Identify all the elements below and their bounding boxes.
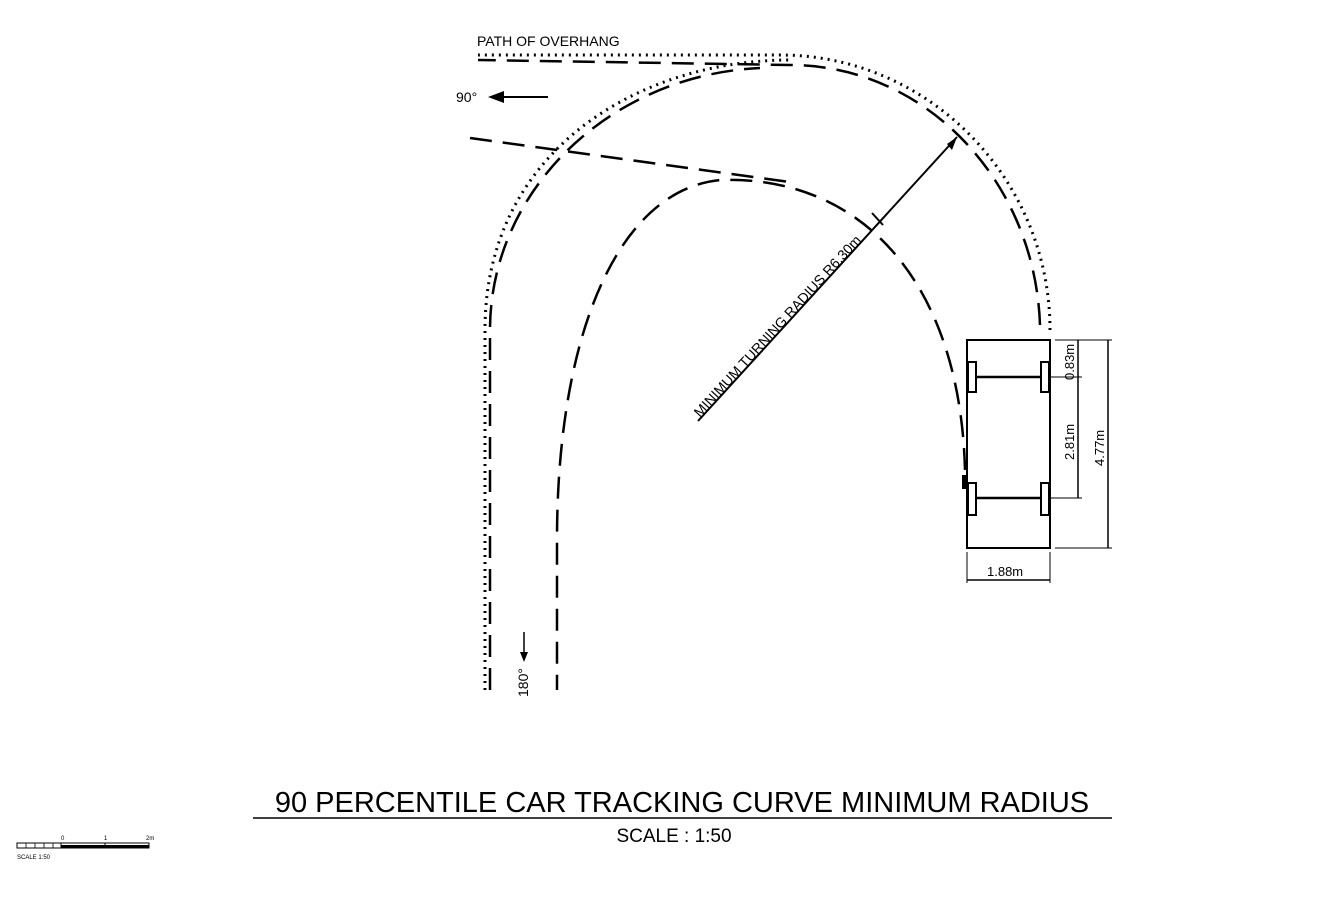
drawing-title: 90 PERCENTILE CAR TRACKING CURVE MINIMUM… xyxy=(275,787,1089,819)
wheelbase-dimension: 2.81m xyxy=(1062,424,1077,460)
angle-90-label: 90° xyxy=(456,89,477,105)
arrow-90-head xyxy=(488,91,504,103)
rear-mirror-mark xyxy=(962,475,968,489)
length-dimension: 4.77m xyxy=(1092,430,1107,466)
radius-leader xyxy=(697,136,958,422)
outer-wheel-track xyxy=(477,58,1042,326)
scale-tick-1: 1 xyxy=(104,836,108,842)
rear-right-wheel xyxy=(1040,482,1050,516)
front-right-wheel xyxy=(1040,361,1050,393)
chord-line xyxy=(469,136,791,184)
car-body xyxy=(966,339,1051,549)
radius-arrowhead xyxy=(947,137,957,150)
overhang-path-inner-curve xyxy=(483,58,791,690)
outer-wheel-track-left xyxy=(488,66,761,690)
overhang-label: PATH OF OVERHANG xyxy=(477,33,620,49)
arrow-180-head xyxy=(520,652,528,662)
angle-180-label: 180° xyxy=(515,668,531,697)
car xyxy=(962,339,1051,549)
scale-tick-0: 0 xyxy=(61,836,65,842)
drawing-scale: SCALE : 1:50 xyxy=(616,826,731,847)
inner-wheel-track xyxy=(555,178,967,690)
radius-label: MINIMUM TURNING RADIUS R6.30m xyxy=(690,232,864,420)
scale-tick-2: 2m xyxy=(146,836,154,842)
radius-tick xyxy=(871,212,884,226)
front-left-wheel xyxy=(967,361,977,393)
width-dimension: 1.88m xyxy=(987,564,1023,579)
front-overhang-dimension: 0.83m xyxy=(1062,344,1077,380)
scale-bar: 0 1 2m SCALE 1:50 xyxy=(16,836,154,861)
rear-left-wheel xyxy=(967,482,977,516)
scale-caption: SCALE 1:50 xyxy=(17,855,51,861)
overhang-path xyxy=(478,53,1052,331)
